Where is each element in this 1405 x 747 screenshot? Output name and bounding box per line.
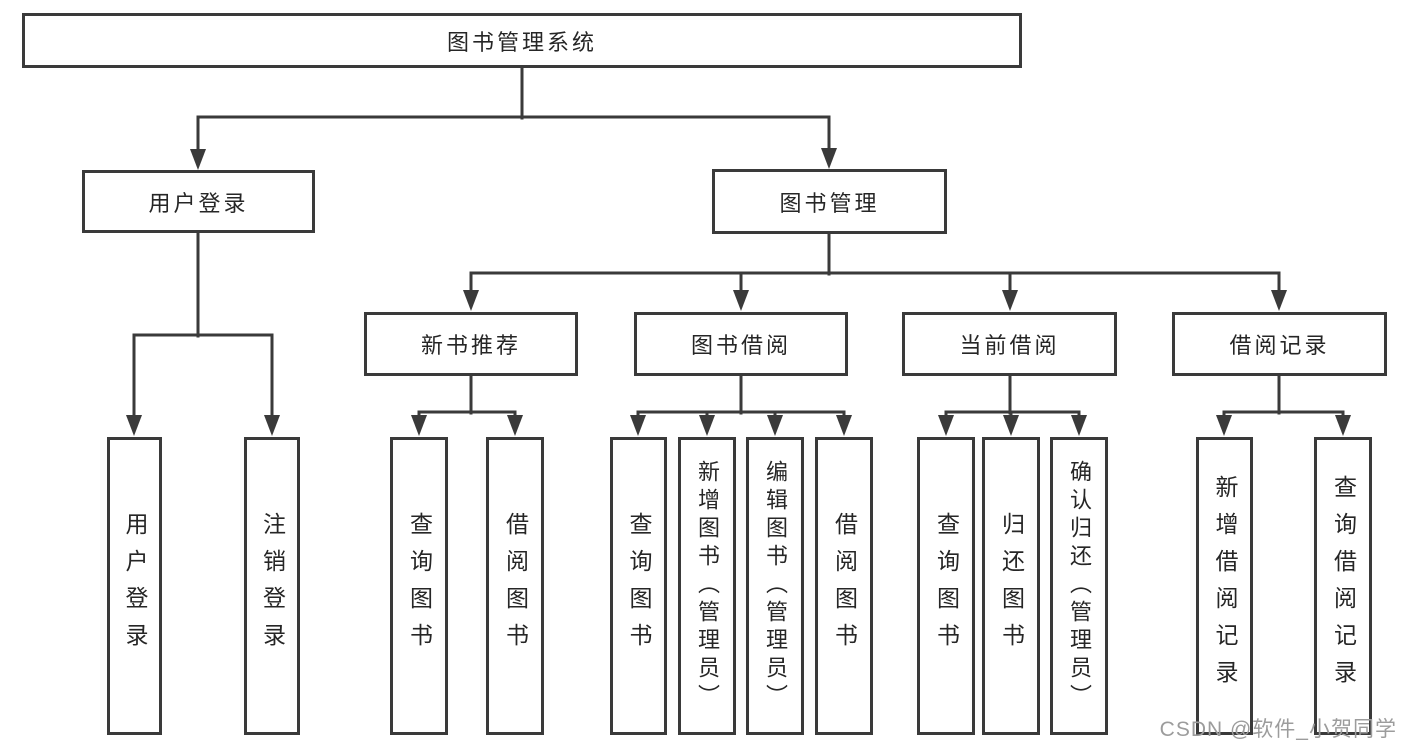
leaf-query-borrow-record: 查询借阅记录 bbox=[1314, 437, 1372, 735]
leaf-borrow-query-books-label: 查询图书 bbox=[626, 512, 652, 660]
leaf-user-login-label: 用户登录 bbox=[122, 512, 148, 660]
arrowhead bbox=[190, 149, 206, 170]
arrowhead bbox=[126, 415, 142, 436]
arrowhead bbox=[1216, 415, 1232, 436]
arrowheads bbox=[126, 148, 1351, 436]
node-new-book-recommend-label: 新书推荐 bbox=[420, 333, 521, 358]
node-book-management-label: 图书管理 bbox=[779, 190, 880, 216]
leaf-return-books-label: 归还图书 bbox=[998, 512, 1025, 660]
leaf-add-borrow-record-label: 新增借阅记录 bbox=[1212, 475, 1238, 697]
leaf-newbook-borrow-books-label: 借阅图书 bbox=[502, 512, 529, 660]
arrowhead bbox=[1335, 415, 1351, 436]
csdn-watermark: CSDN @软件_小贺同学 bbox=[1159, 718, 1397, 741]
leaf-borrow-query-books: 查询图书 bbox=[610, 437, 667, 735]
node-book-borrow-label: 图书借阅 bbox=[690, 333, 791, 358]
node-user-login: 用户登录 bbox=[82, 170, 315, 233]
node-borrow-records: 借阅记录 bbox=[1172, 312, 1387, 376]
leaf-return-books: 归还图书 bbox=[982, 437, 1040, 735]
arrowhead bbox=[411, 415, 427, 436]
node-user-login-label: 用户登录 bbox=[148, 190, 249, 216]
leaf-borrow-books: 借阅图书 bbox=[815, 437, 873, 735]
arrowhead bbox=[630, 415, 646, 436]
connector-newbook-to-leaves bbox=[417, 374, 517, 420]
leaf-newbook-borrow-books: 借阅图书 bbox=[486, 437, 544, 735]
connector-userlogin-to-leaves bbox=[132, 231, 274, 420]
arrowhead bbox=[938, 415, 954, 436]
arrowhead bbox=[821, 148, 837, 169]
leaf-borrow-books-label: 借阅图书 bbox=[831, 512, 858, 660]
leaf-newbook-query-books: 查询图书 bbox=[390, 437, 448, 735]
arrowhead bbox=[463, 290, 479, 311]
leaf-confirm-return-admin: 确认归还（管理员） bbox=[1050, 437, 1108, 735]
node-new-book-recommend: 新书推荐 bbox=[364, 312, 578, 376]
connector-root-to-level2 bbox=[196, 66, 831, 154]
node-borrow-records-label: 借阅记录 bbox=[1229, 333, 1330, 358]
leaf-edit-book-admin-label: 编辑图书（管理员） bbox=[763, 460, 788, 712]
node-book-management: 图书管理 bbox=[712, 169, 947, 234]
leaf-logout: 注销登录 bbox=[244, 437, 300, 735]
connector-bookmgmt-to-level3 bbox=[469, 232, 1281, 295]
leaf-add-borrow-record: 新增借阅记录 bbox=[1196, 437, 1253, 735]
leaf-newbook-query-books-label: 查询图书 bbox=[406, 512, 433, 660]
leaf-user-login: 用户登录 bbox=[107, 437, 162, 735]
leaf-confirm-return-admin-label: 确认归还（管理员） bbox=[1067, 460, 1092, 712]
arrowhead bbox=[733, 290, 749, 311]
arrowhead bbox=[1002, 290, 1018, 311]
connector-current-to-leaves bbox=[944, 374, 1081, 420]
leaf-current-query-books-label: 查询图书 bbox=[933, 512, 960, 660]
leaf-add-book-admin-label: 新增图书（管理员） bbox=[695, 460, 720, 712]
leaf-add-book-admin: 新增图书（管理员） bbox=[678, 437, 736, 735]
leaf-edit-book-admin: 编辑图书（管理员） bbox=[746, 437, 804, 735]
arrowhead bbox=[836, 415, 852, 436]
arrowhead bbox=[1071, 415, 1087, 436]
node-current-borrow: 当前借阅 bbox=[902, 312, 1117, 376]
arrowhead bbox=[264, 415, 280, 436]
leaf-query-borrow-record-label: 查询借阅记录 bbox=[1330, 475, 1357, 697]
connector-borrow-to-leaves bbox=[636, 374, 846, 420]
node-current-borrow-label: 当前借阅 bbox=[959, 333, 1060, 358]
leaf-current-query-books: 查询图书 bbox=[917, 437, 975, 735]
arrowhead bbox=[767, 415, 783, 436]
node-library-system-label: 图书管理系统 bbox=[446, 29, 597, 55]
arrowhead bbox=[507, 415, 523, 436]
node-book-borrow: 图书借阅 bbox=[634, 312, 848, 376]
arrowhead bbox=[1003, 415, 1019, 436]
arrowhead bbox=[1271, 290, 1287, 311]
connector-records-to-leaves bbox=[1222, 374, 1345, 420]
arrowhead bbox=[699, 415, 715, 436]
leaf-logout-label: 注销登录 bbox=[259, 512, 286, 660]
node-library-system: 图书管理系统 bbox=[22, 13, 1022, 68]
